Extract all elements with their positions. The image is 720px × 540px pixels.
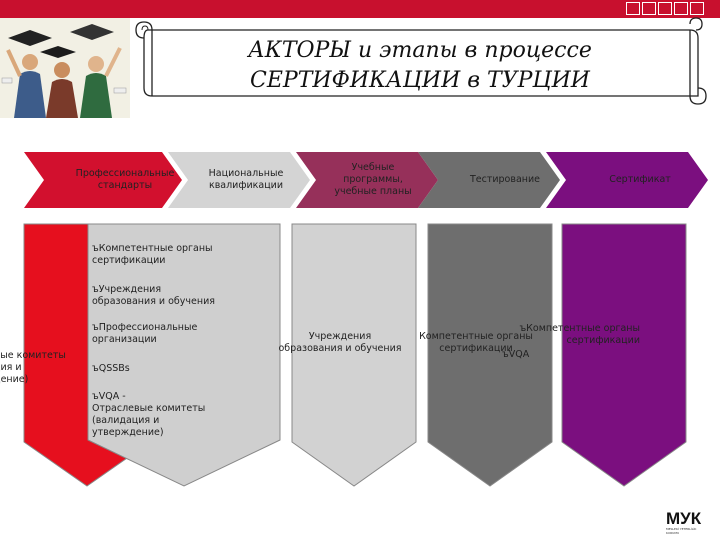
banner-square xyxy=(626,2,640,15)
column-2-item: ъQSSBs xyxy=(92,363,130,374)
banner-square xyxy=(690,2,704,15)
stage-chevron-2 xyxy=(168,152,310,208)
graduation-clipart xyxy=(0,18,130,118)
column-2-item: ъУчреждения образования и обучения xyxy=(92,284,215,307)
banner-square xyxy=(642,2,656,15)
logo-sub-text: MESLEKİ YETERLİLİK KURUMU xyxy=(666,527,697,535)
column-4-text: Компетентные органы сертификации xyxy=(419,331,533,354)
page-title: АКТОРЫ и этапы в процессе СЕРТИФИКАЦИИ в… xyxy=(150,36,690,96)
column-2-item: ъПрофессиональные организации xyxy=(92,322,198,345)
title-line-2: СЕРТИФИКАЦИИ в ТУРЦИИ xyxy=(250,68,590,93)
stage-chevron-4 xyxy=(418,152,560,208)
column-arrow-5 xyxy=(561,223,687,487)
column-5-item: ъКомпетентные органы сертификации xyxy=(519,323,640,346)
column-2-item: ъVQA - Отраслевые комитеты (валидация и … xyxy=(92,391,206,438)
banner-square xyxy=(658,2,672,15)
stage-chevron-1 xyxy=(24,152,182,208)
stage-label-5: Сертификат xyxy=(609,174,671,185)
stage-label-3: Учебные программы, учебные планы xyxy=(334,162,412,197)
stage-label-1: Профессиональные стандарты xyxy=(75,168,175,191)
stage-label-2: Национальные квалификации xyxy=(208,168,284,191)
stage-chevron-5 xyxy=(546,152,708,208)
stage-chevron-3 xyxy=(296,152,438,208)
column-3-text: Учреждения образования и обучения xyxy=(278,331,402,354)
column-arrow-3 xyxy=(291,223,417,487)
column-2-item: ъКомпетентные органы сертификации xyxy=(92,243,213,266)
logo-main-text: МУК xyxy=(666,509,702,528)
stage-label-4: Тестирование xyxy=(469,174,541,185)
column-arrow-4 xyxy=(427,223,553,487)
column-5-item: ъVQA xyxy=(502,349,530,360)
title-scroll xyxy=(135,17,707,105)
top-banner-bar xyxy=(0,0,720,18)
myk-logo: МУК MESLEKİ YETERLİLİK KURUMU xyxy=(666,510,710,535)
column-1-text: ные комитеты ция и дение) xyxy=(0,350,66,385)
title-line-1: АКТОРЫ и этапы в процессе xyxy=(248,38,592,63)
column-arrow-2 xyxy=(87,223,281,487)
banner-square xyxy=(674,2,688,15)
